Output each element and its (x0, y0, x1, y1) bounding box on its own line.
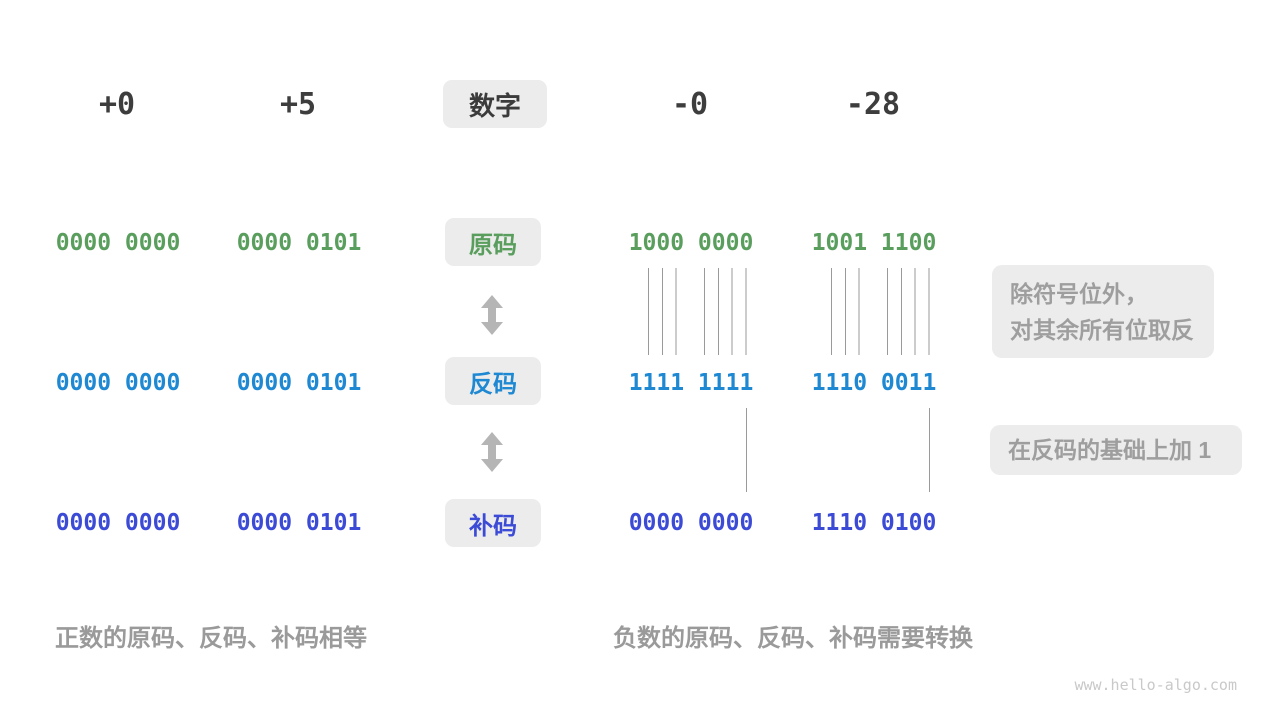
double-arrow-icon (479, 432, 505, 472)
twos-label-box: 补码 (445, 499, 541, 547)
header-number-neg-zero: -0 (671, 86, 709, 122)
header-number-pos-zero: +0 (98, 86, 136, 122)
header-label-box: 数字 (443, 80, 547, 128)
origin-value-neg-zero: 1000 0000 (628, 230, 754, 256)
origin-value-neg-28: 1001 1100 (811, 230, 937, 256)
header-number-pos-five: +5 (279, 86, 317, 122)
add-one-tick-neg-28 (929, 408, 930, 492)
header-label: 数字 (468, 90, 521, 121)
ones-label: 反码 (469, 370, 517, 398)
twos-value-pos-five: 0000 0101 (236, 510, 362, 536)
twos-value-pos-zero: 0000 0000 (55, 510, 181, 536)
twos-label: 补码 (469, 512, 517, 540)
invert-ticks-neg-zero-high (648, 268, 677, 355)
twos-value-neg-zero: 0000 0000 (628, 510, 754, 536)
origin-label-box: 原码 (445, 218, 541, 266)
add-one-tick-neg-zero (746, 408, 747, 492)
origin-label: 原码 (469, 231, 517, 259)
header-number-neg-28: -28 (845, 86, 901, 122)
ones-value-pos-zero: 0000 0000 (55, 370, 181, 396)
invert-ticks-neg-28-low (887, 268, 930, 355)
caption-positive: 正数的原码、反码、补码相等 (55, 625, 367, 652)
ones-label-box: 反码 (445, 357, 541, 405)
origin-value-pos-zero: 0000 0000 (55, 230, 181, 256)
watermark: www.hello-algo.com (1074, 676, 1237, 694)
ones-value-neg-zero: 1111 1111 (628, 370, 754, 396)
add-one-annotation-box: 在反码的基础上加 1 (990, 425, 1242, 475)
double-arrow-icon (479, 295, 505, 335)
origin-value-pos-five: 0000 0101 (236, 230, 362, 256)
invert-annotation-line1: 除符号位外， (1010, 280, 1148, 307)
twos-value-neg-28: 1110 0100 (811, 510, 937, 536)
invert-annotation-line2: 对其余所有位取反 (1010, 316, 1194, 343)
invert-ticks-neg-zero-low (704, 268, 747, 355)
invert-annotation-box: 除符号位外， 对其余所有位取反 (992, 265, 1214, 358)
ones-value-neg-28: 1110 0011 (811, 370, 937, 396)
ones-value-pos-five: 0000 0101 (236, 370, 362, 396)
invert-ticks-neg-28-high (831, 268, 860, 355)
caption-negative: 负数的原码、反码、补码需要转换 (613, 625, 973, 652)
add-one-annotation-text: 在反码的基础上加 1 (1008, 437, 1212, 463)
